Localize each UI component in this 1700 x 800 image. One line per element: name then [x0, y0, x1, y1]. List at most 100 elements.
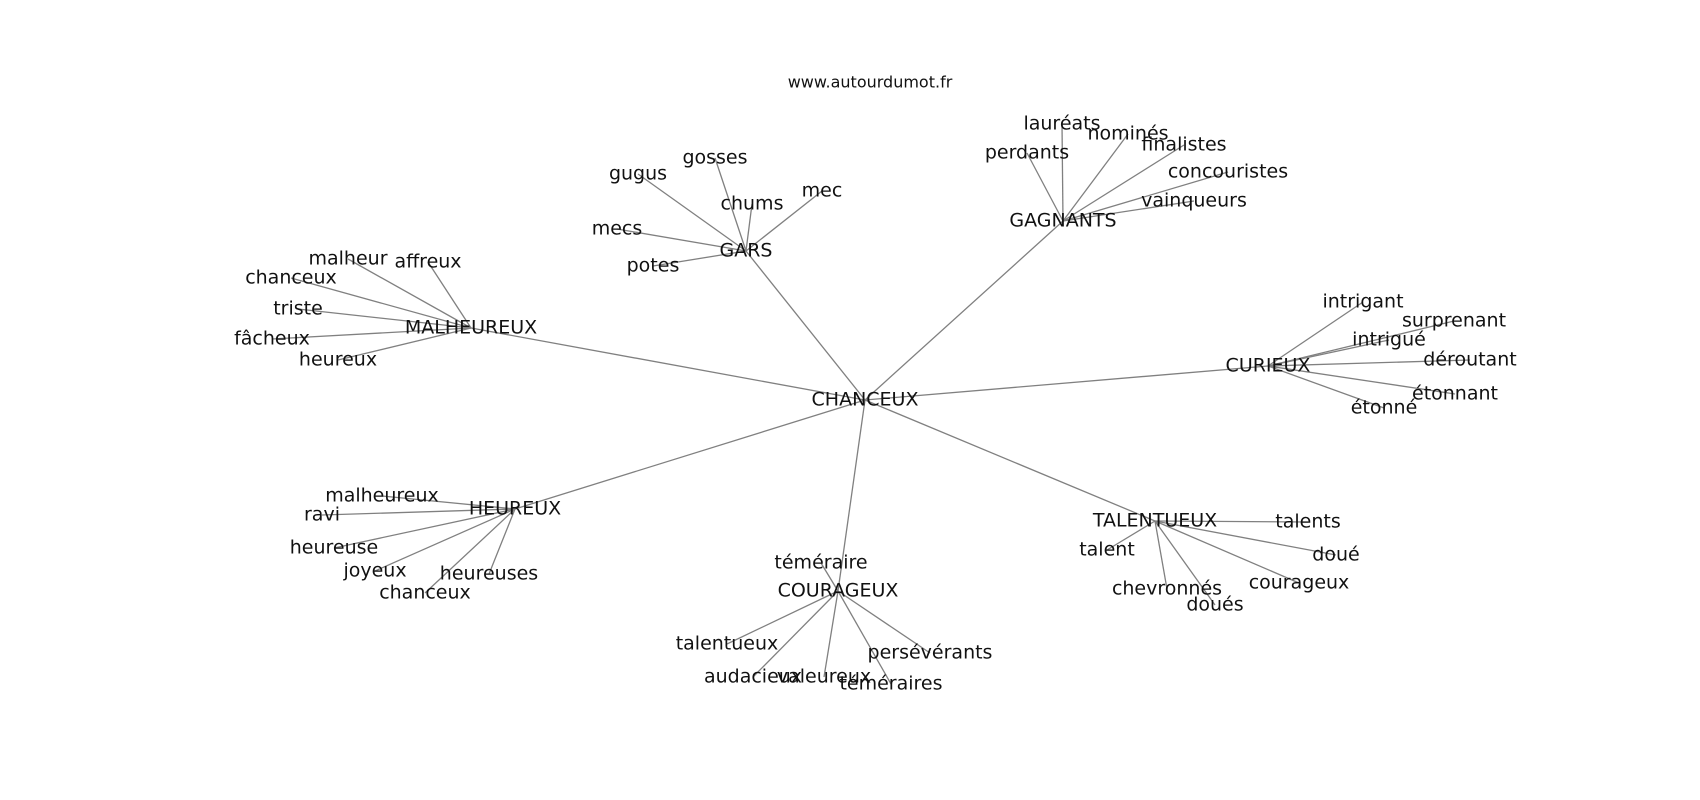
hub-word[interactable]: COURAGEUX: [778, 580, 899, 602]
hub-word[interactable]: TALENTUEUX: [1092, 510, 1217, 532]
leaf-word[interactable]: chanceux: [245, 267, 337, 289]
edge-curieux-3: [1267, 359, 1471, 367]
leaf-word[interactable]: chanceux: [379, 582, 471, 604]
edge-heureux-4: [488, 508, 516, 575]
edges: [271, 123, 1471, 685]
edge-gagnants-1: [1062, 133, 1129, 222]
edge-courageux-3: [752, 590, 839, 678]
edge-courageux-4: [823, 590, 839, 678]
leaf-word[interactable]: courageux: [1249, 572, 1350, 594]
leaf-word[interactable]: valeureux: [777, 666, 871, 688]
edge-heureux-1: [321, 508, 516, 516]
leaf-word[interactable]: vainqueurs: [1141, 190, 1247, 212]
leaf-word[interactable]: heureuse: [290, 537, 379, 559]
edge-malheureux-0: [347, 258, 472, 329]
hub-word[interactable]: GARS: [720, 240, 773, 262]
leaf-word[interactable]: potes: [627, 255, 680, 277]
leaf-word[interactable]: fâcheux: [234, 328, 310, 350]
leaf-word[interactable]: étonnant: [1412, 383, 1498, 405]
edge-heureux-0: [381, 495, 516, 510]
leaf-word[interactable]: affreux: [394, 251, 461, 273]
edge-curieux-5: [1267, 365, 1385, 409]
edge-gars-2: [745, 203, 753, 252]
edge-gars-1: [637, 173, 747, 252]
edge-courageux-2: [837, 590, 931, 654]
edge-center-heureux: [514, 399, 866, 510]
leaf-word[interactable]: mecs: [592, 218, 643, 240]
edge-malheureux-3: [297, 308, 472, 329]
edge-gars-3: [745, 190, 823, 252]
edge-gagnants-4: [1062, 171, 1229, 222]
leaf-word[interactable]: chevronnés: [1112, 578, 1222, 600]
edge-malheureux-5: [337, 327, 472, 361]
hub-word[interactable]: GAGNANTS: [1009, 210, 1116, 232]
leaf-word[interactable]: perdants: [985, 142, 1069, 164]
leaf-word[interactable]: surprenant: [1402, 310, 1506, 332]
edge-courageux-5: [837, 590, 892, 685]
labels: CHANCEUX GARS gosses gugus chums mec mecs potes…: [234, 113, 1517, 695]
edge-talentueux-3: [1154, 520, 1300, 584]
leaf-word[interactable]: gugus: [609, 163, 667, 185]
edge-heureux-5: [424, 508, 516, 594]
edge-center-talentueux: [864, 399, 1156, 522]
edge-gagnants-3: [1062, 144, 1185, 222]
leaf-word[interactable]: triste: [273, 298, 323, 320]
leaf-word[interactable]: audacieux: [704, 666, 802, 688]
edge-gagnants-0: [1061, 123, 1064, 222]
leaf-word[interactable]: heureux: [299, 349, 377, 371]
leaf-word[interactable]: heureuses: [440, 563, 538, 585]
center-word[interactable]: CHANCEUX: [812, 389, 919, 411]
edge-curieux-2: [1267, 339, 1390, 367]
leaf-word[interactable]: étonné: [1351, 397, 1418, 419]
edge-talentueux-2: [1154, 520, 1337, 556]
leaf-word[interactable]: malheureux: [325, 485, 439, 507]
leaf-word[interactable]: talents: [1275, 511, 1340, 533]
edge-gars-0: [714, 157, 747, 252]
leaf-word[interactable]: mec: [802, 180, 843, 202]
leaf-word[interactable]: téméraire: [774, 552, 867, 574]
leaf-word[interactable]: concouristes: [1168, 161, 1288, 183]
site-url: www.autourdumot.fr: [788, 73, 953, 92]
leaf-word[interactable]: doué: [1312, 544, 1359, 566]
edge-malheureux-2: [290, 277, 472, 329]
leaf-word[interactable]: joyeux: [342, 560, 406, 582]
leaf-word[interactable]: lauréats: [1023, 113, 1100, 135]
leaf-word[interactable]: chums: [721, 193, 784, 215]
edge-curieux-1: [1267, 320, 1455, 367]
edge-gars-4: [616, 228, 747, 252]
hub-word[interactable]: CURIEUX: [1226, 355, 1311, 377]
leaf-word[interactable]: nominés: [1087, 123, 1168, 145]
leaf-word[interactable]: déroutant: [1423, 349, 1516, 371]
hub-word[interactable]: MALHEUREUX: [405, 317, 537, 339]
edge-center-malheureux: [470, 327, 866, 401]
edge-heureux-3: [374, 508, 516, 572]
edge-talentueux-1: [1106, 520, 1156, 551]
leaf-word[interactable]: malheur: [308, 248, 387, 270]
edge-gars-5: [652, 250, 747, 267]
edge-center-courageux: [837, 399, 866, 592]
edge-talentueux-4: [1154, 520, 1168, 590]
edge-curieux-0: [1267, 301, 1364, 367]
edge-curieux-4: [1267, 365, 1456, 395]
leaf-word[interactable]: intrigué: [1352, 329, 1426, 351]
edge-malheureux-4: [271, 327, 472, 340]
leaf-word[interactable]: gosses: [682, 147, 747, 169]
edge-courageux-0: [820, 562, 839, 592]
leaf-word[interactable]: finalistes: [1141, 134, 1226, 156]
leaf-word[interactable]: persévérants: [868, 642, 993, 664]
leaf-word[interactable]: talent: [1079, 539, 1135, 561]
hub-word[interactable]: HEUREUX: [469, 498, 561, 520]
leaf-word[interactable]: doués: [1186, 594, 1243, 616]
leaf-word[interactable]: téméraires: [839, 673, 942, 695]
edge-center-gars: [745, 250, 866, 401]
leaf-word[interactable]: talentueux: [676, 633, 779, 655]
edge-malheureux-1: [427, 261, 472, 329]
edge-talentueux-5: [1154, 520, 1216, 606]
edge-center-gagnants: [864, 220, 1064, 401]
edge-talentueux-0: [1154, 520, 1309, 523]
leaf-word[interactable]: intrigant: [1322, 291, 1403, 313]
edge-gagnants-5: [1062, 200, 1195, 222]
leaf-word[interactable]: ravi: [304, 504, 340, 526]
edge-courageux-1: [726, 590, 839, 645]
